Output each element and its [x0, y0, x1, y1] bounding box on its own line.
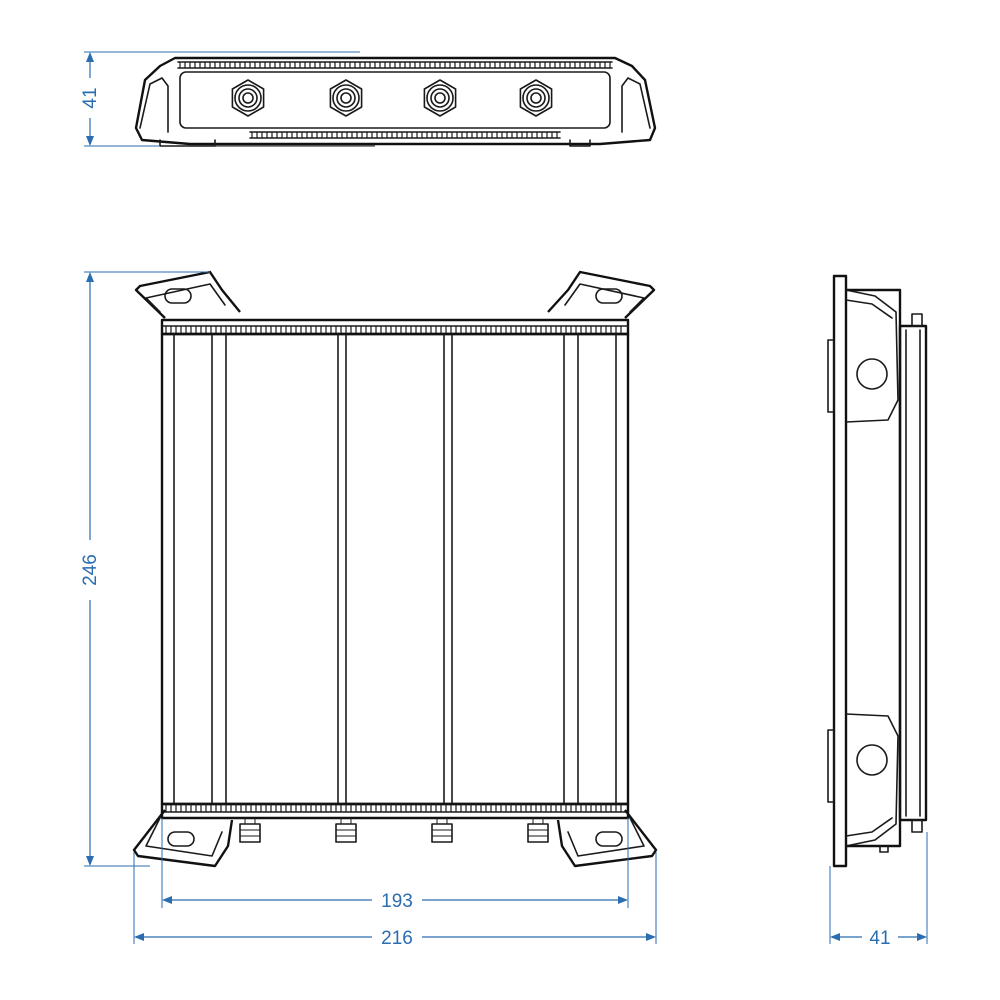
front-bottom-band — [160, 802, 630, 820]
front-body — [160, 332, 630, 806]
connector-icon — [431, 818, 453, 843]
top-view — [134, 56, 657, 147]
side-mount-hole-bottom — [856, 744, 888, 776]
side-latch-bottom — [911, 819, 923, 833]
front-view — [132, 270, 658, 868]
side-view — [827, 274, 928, 868]
front-left-top-ear — [134, 270, 241, 319]
dim-inner-width-label: 193 — [381, 891, 413, 912]
connector-icon — [329, 79, 363, 117]
dim-inner-width: 193 — [161, 818, 629, 912]
side-front-plate — [898, 324, 928, 822]
front-view-fins-bottom — [165, 804, 622, 812]
connector-icon — [231, 79, 265, 117]
dim-top-height: 41 — [80, 51, 360, 147]
dim-top-height-label: 41 — [80, 87, 101, 108]
top-view-right-ear — [621, 77, 651, 133]
connector-icon — [527, 818, 549, 843]
mount-hole-bottom-right — [595, 831, 623, 847]
connector-icon — [335, 818, 357, 843]
side-body — [846, 288, 902, 848]
front-right-top-ear — [547, 270, 656, 319]
top-view-ribs-upper — [179, 62, 611, 68]
connector-icon — [239, 818, 261, 843]
top-view-ribs-lower — [251, 132, 558, 138]
front-right-bottom-ear — [556, 809, 658, 868]
top-view-outline — [134, 56, 657, 146]
mount-hole-top-right — [595, 288, 623, 304]
top-view-panel — [179, 71, 611, 129]
front-left-bottom-ear — [132, 809, 234, 868]
top-view-connectors — [231, 79, 553, 117]
mount-hole-bottom-left — [167, 831, 195, 847]
mount-hole-top-left — [164, 288, 192, 304]
side-mount-hole-top — [856, 358, 888, 390]
side-back-plate — [832, 274, 848, 868]
dim-side-depth-label: 41 — [869, 928, 890, 949]
dim-outer-width: 216 — [133, 852, 657, 949]
front-view-connectors — [239, 818, 549, 843]
dim-side-depth: 41 — [829, 832, 928, 949]
dim-outer-width-label: 216 — [381, 928, 413, 949]
side-top-ear — [845, 289, 899, 423]
connector-icon — [519, 79, 553, 117]
dim-front-height: 246 — [80, 271, 210, 867]
top-view-foot-right — [569, 139, 591, 147]
top-view-left-ear — [139, 77, 169, 133]
side-bottom-ear — [845, 713, 899, 847]
front-top-band — [160, 318, 630, 336]
dim-front-height-label: 246 — [80, 554, 101, 586]
connector-icon — [423, 79, 457, 117]
front-view-fins-top — [165, 326, 622, 334]
side-latch-top — [911, 313, 923, 327]
